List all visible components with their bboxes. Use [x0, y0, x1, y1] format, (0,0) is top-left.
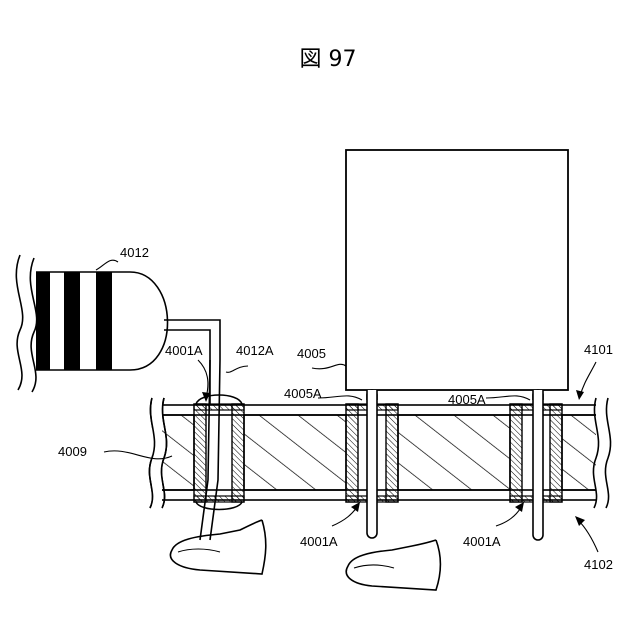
label-4101: 4101 — [584, 342, 613, 357]
label-4001a-right: 4001A — [463, 534, 501, 549]
figure-title: 図 97 — [300, 47, 357, 72]
label-4012a: 4012A — [236, 343, 274, 358]
label-4005a-right: 4005A — [448, 392, 486, 407]
label-4009: 4009 — [58, 444, 87, 459]
label-4012: 4012 — [120, 245, 149, 260]
label-4005: 4005 — [297, 346, 326, 361]
label-4001a-mid: 4001A — [300, 534, 338, 549]
right-finger — [346, 540, 440, 590]
label-4102: 4102 — [584, 557, 613, 572]
label-4005a-left: 4005A — [284, 386, 322, 401]
left-finger — [170, 520, 265, 574]
label-4001a-left: 4001A — [165, 343, 203, 358]
